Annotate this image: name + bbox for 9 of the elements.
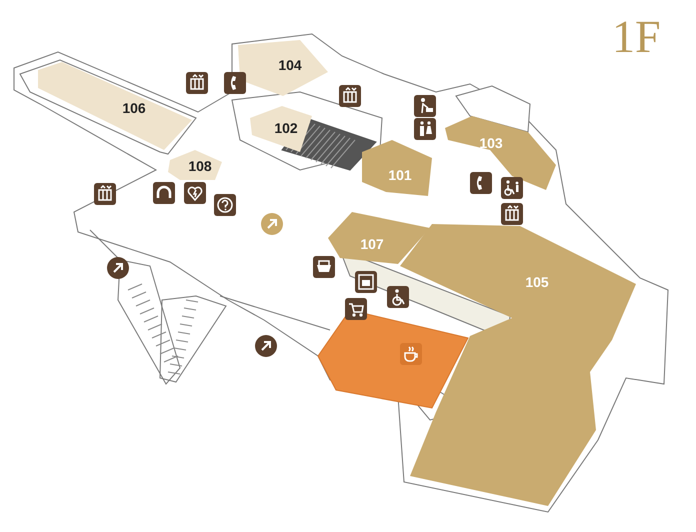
room-number: 103 — [479, 136, 503, 150]
room-number: 105 — [525, 275, 549, 289]
floor-title: 1F — [612, 14, 661, 60]
room-number: 104 — [278, 58, 302, 72]
room-number: 108 — [188, 159, 212, 173]
room-number: 106 — [122, 101, 146, 115]
room-number: 102 — [274, 121, 298, 135]
room-number: 107 — [360, 237, 384, 251]
room-number: 101 — [388, 168, 412, 182]
